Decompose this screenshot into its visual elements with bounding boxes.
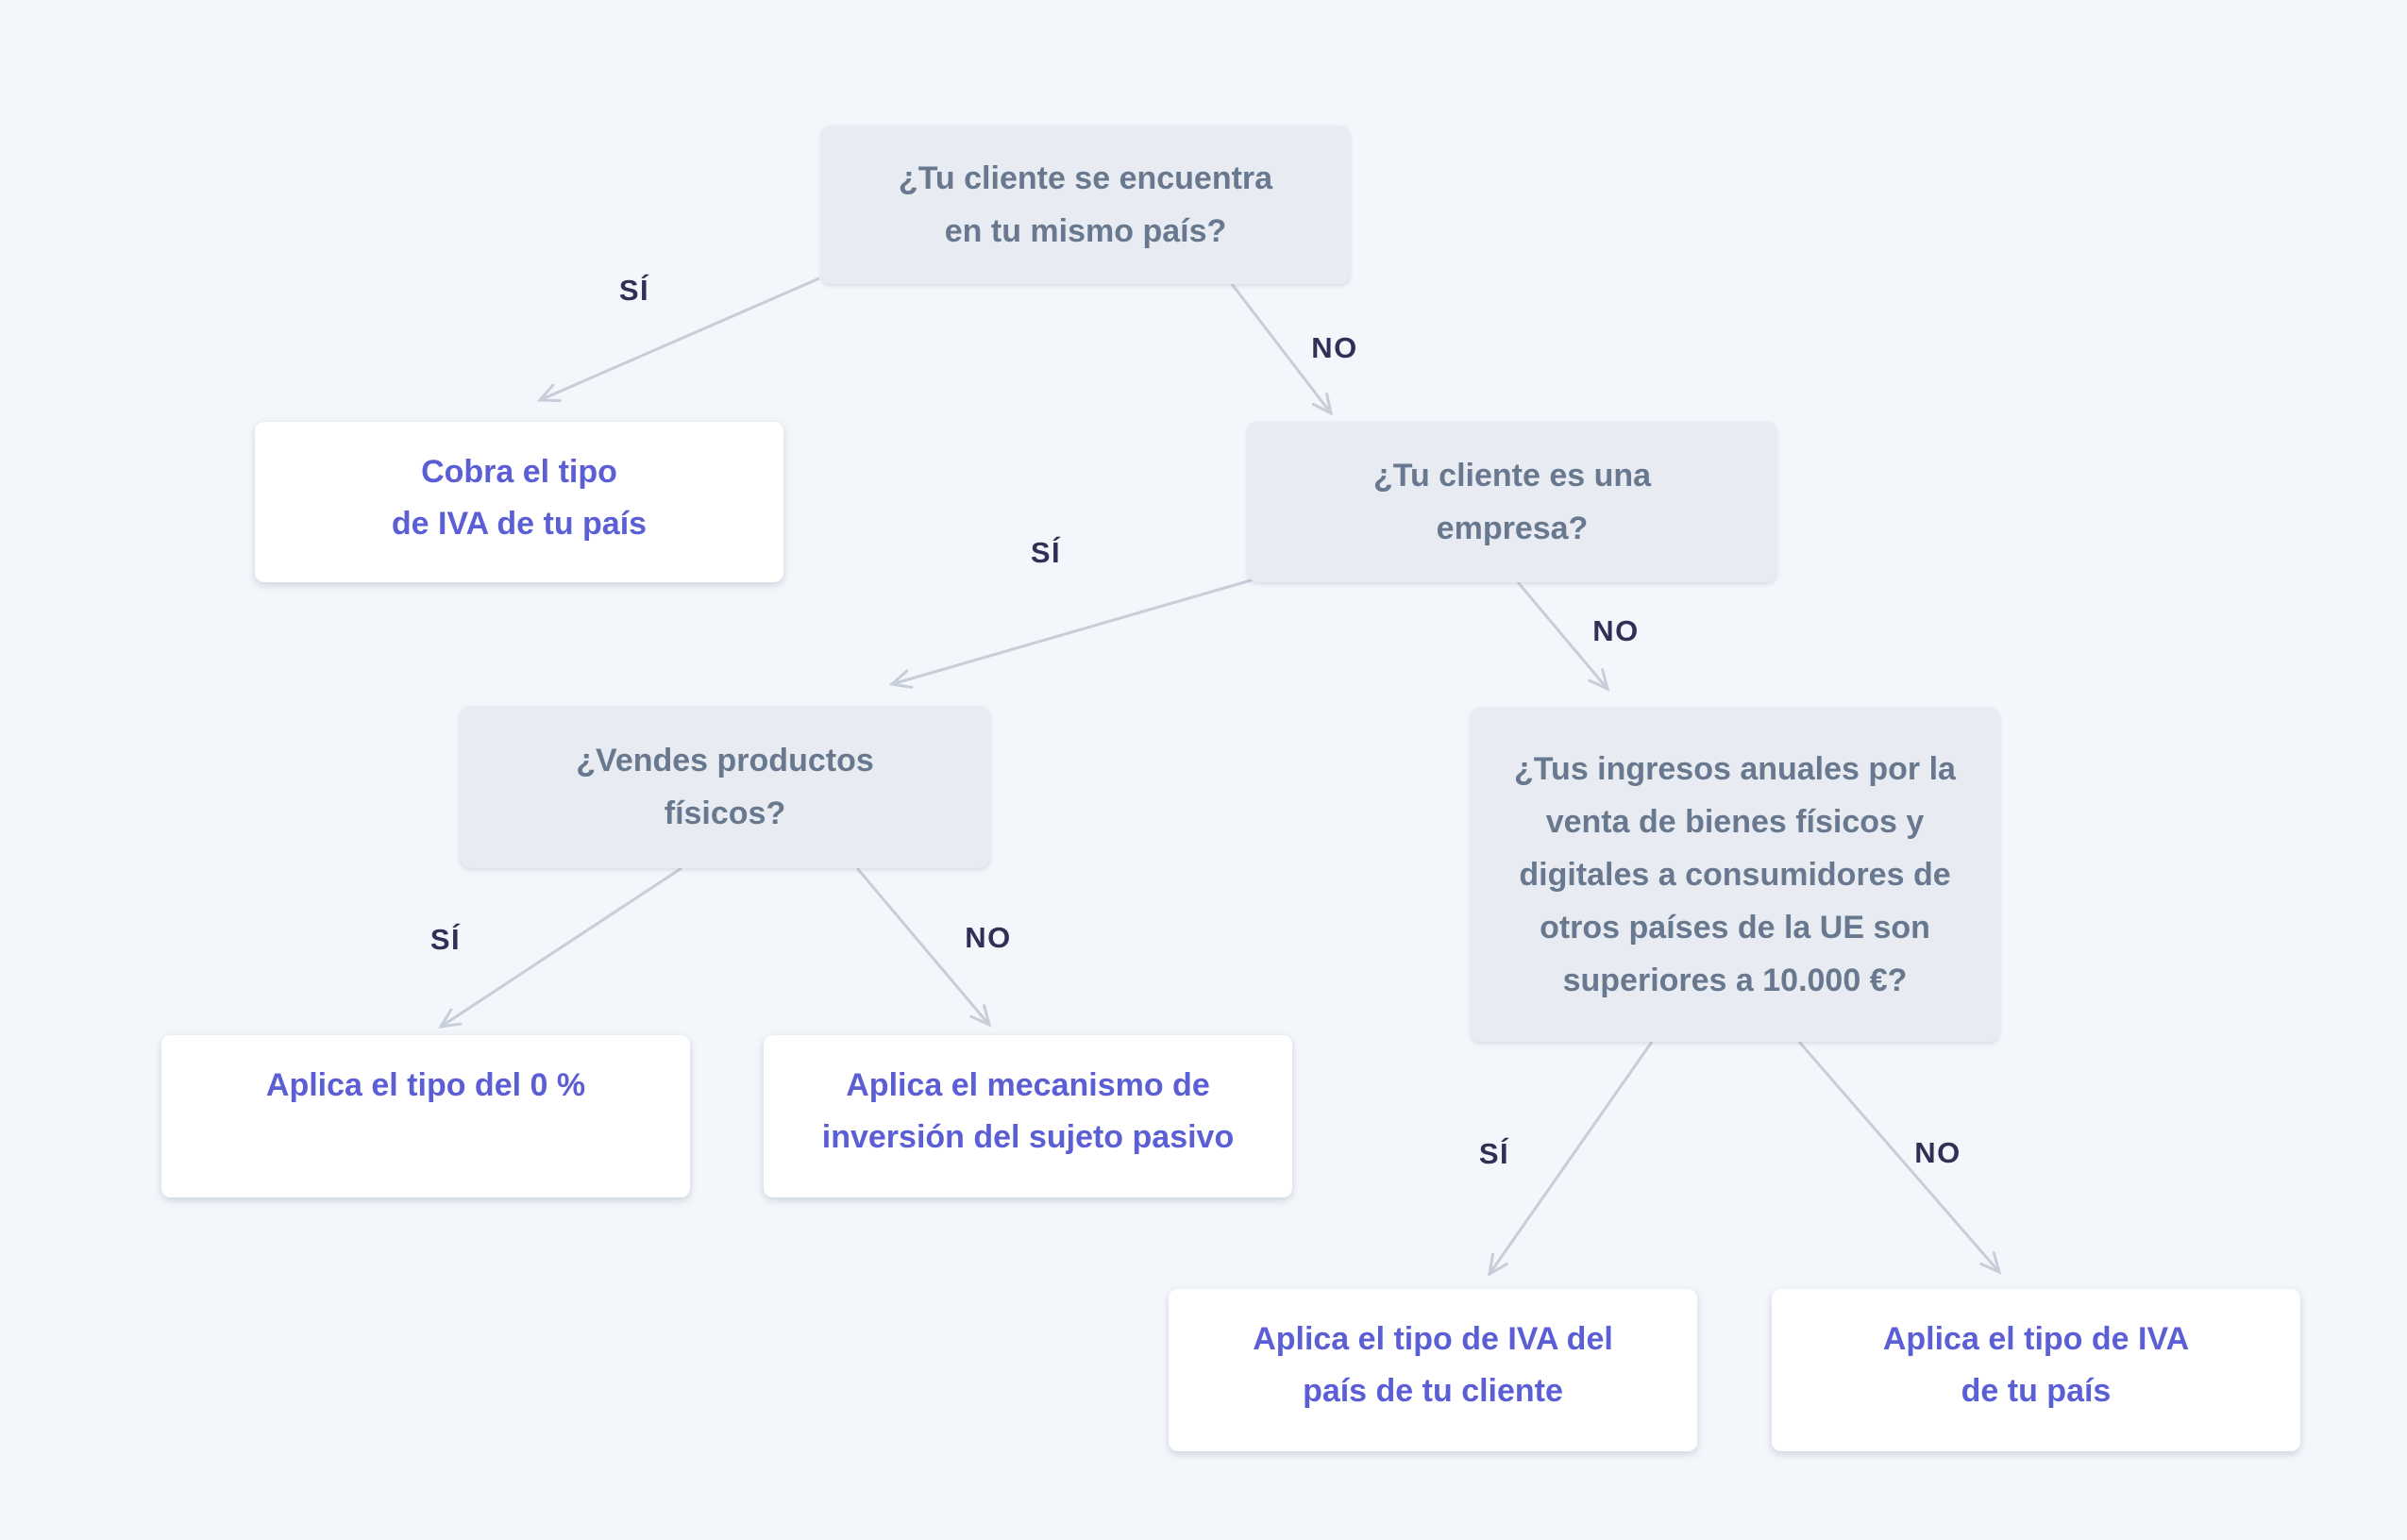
answer-node-inversion-sujeto-pasivo: Aplica el mecanismo de inversión del suj… [764,1035,1292,1197]
edge-label-no: NO [1592,614,1640,647]
question-node-mismo-pais: ¿Tu cliente se encuentra en tu mismo paí… [821,126,1350,284]
answer-text-line: Aplica el tipo de IVA [1882,1321,2190,1357]
answer-text-line: de IVA de tu país [391,506,648,542]
answer-node-cobra-iva-pais: Cobra el tipo de IVA de tu país [255,422,783,582]
question-text-line: superiores a 10.000 €? [1562,962,1908,998]
question-text-line: empresa? [1436,511,1589,546]
question-node-empresa: ¿Tu cliente es una empresa? [1248,422,1776,582]
edge-label-no: NO [1914,1136,1961,1169]
question-text-line: ¿Vendes productos [576,743,874,778]
edge-label-no: NO [1311,331,1358,364]
question-text-line: físicos? [664,795,786,831]
question-node-ingresos-anuales: ¿Tus ingresos anuales por la venta de bi… [1471,708,1999,1042]
question-text-line: otros países de la UE son [1540,910,1930,946]
arrow-si-to-cobra [536,276,820,403]
arrow-no-to-iva-pais [1797,1041,2002,1275]
edge-label-si: SÍ [1478,1137,1510,1170]
edge-label-si: SÍ [618,274,650,307]
answer-text-line: Aplica el tipo del 0 % [265,1067,586,1103]
arrow-si-to-iva-cliente [1487,1041,1654,1277]
arrow-no-to-ingresos [1516,581,1610,692]
question-text-line: digitales a consumidores de [1519,857,1951,893]
arrow-si-to-cero [438,866,682,1029]
question-text-line: ¿Tu cliente se encuentra [898,160,1273,196]
arrow-no-to-empresa [1230,283,1334,416]
answer-node-iva-pais-cliente: Aplica el tipo de IVA del país de tu cli… [1169,1289,1697,1451]
arrow-si-to-fisicos [888,577,1258,689]
answer-text-line: de tu país [1961,1373,2112,1409]
answer-text-line: inversión del sujeto pasivo [821,1119,1235,1155]
answer-text-line: Aplica el tipo de IVA del [1253,1321,1613,1357]
answer-text-line: país de tu cliente [1303,1373,1563,1409]
answer-node-tipo-cero: Aplica el tipo del 0 % [161,1035,690,1197]
question-node-productos-fisicos: ¿Vendes productos físicos? [461,706,989,868]
answer-node-iva-tu-pais: Aplica el tipo de IVA de tu país [1772,1289,2300,1451]
edge-label-si: SÍ [429,923,462,956]
arrow-no-to-inversion [855,867,992,1028]
edge-label-no: NO [965,921,1012,954]
answer-text-line: Cobra el tipo [421,454,617,490]
question-text-line: ¿Tus ingresos anuales por la [1514,751,1956,787]
edge-label-si: SÍ [1030,536,1062,569]
question-text-line: ¿Tu cliente es una [1372,458,1652,494]
question-text-line: en tu mismo país? [944,213,1227,249]
answer-text-line: Aplica el mecanismo de [846,1067,1210,1103]
question-text-line: venta de bienes físicos y [1545,804,1925,840]
